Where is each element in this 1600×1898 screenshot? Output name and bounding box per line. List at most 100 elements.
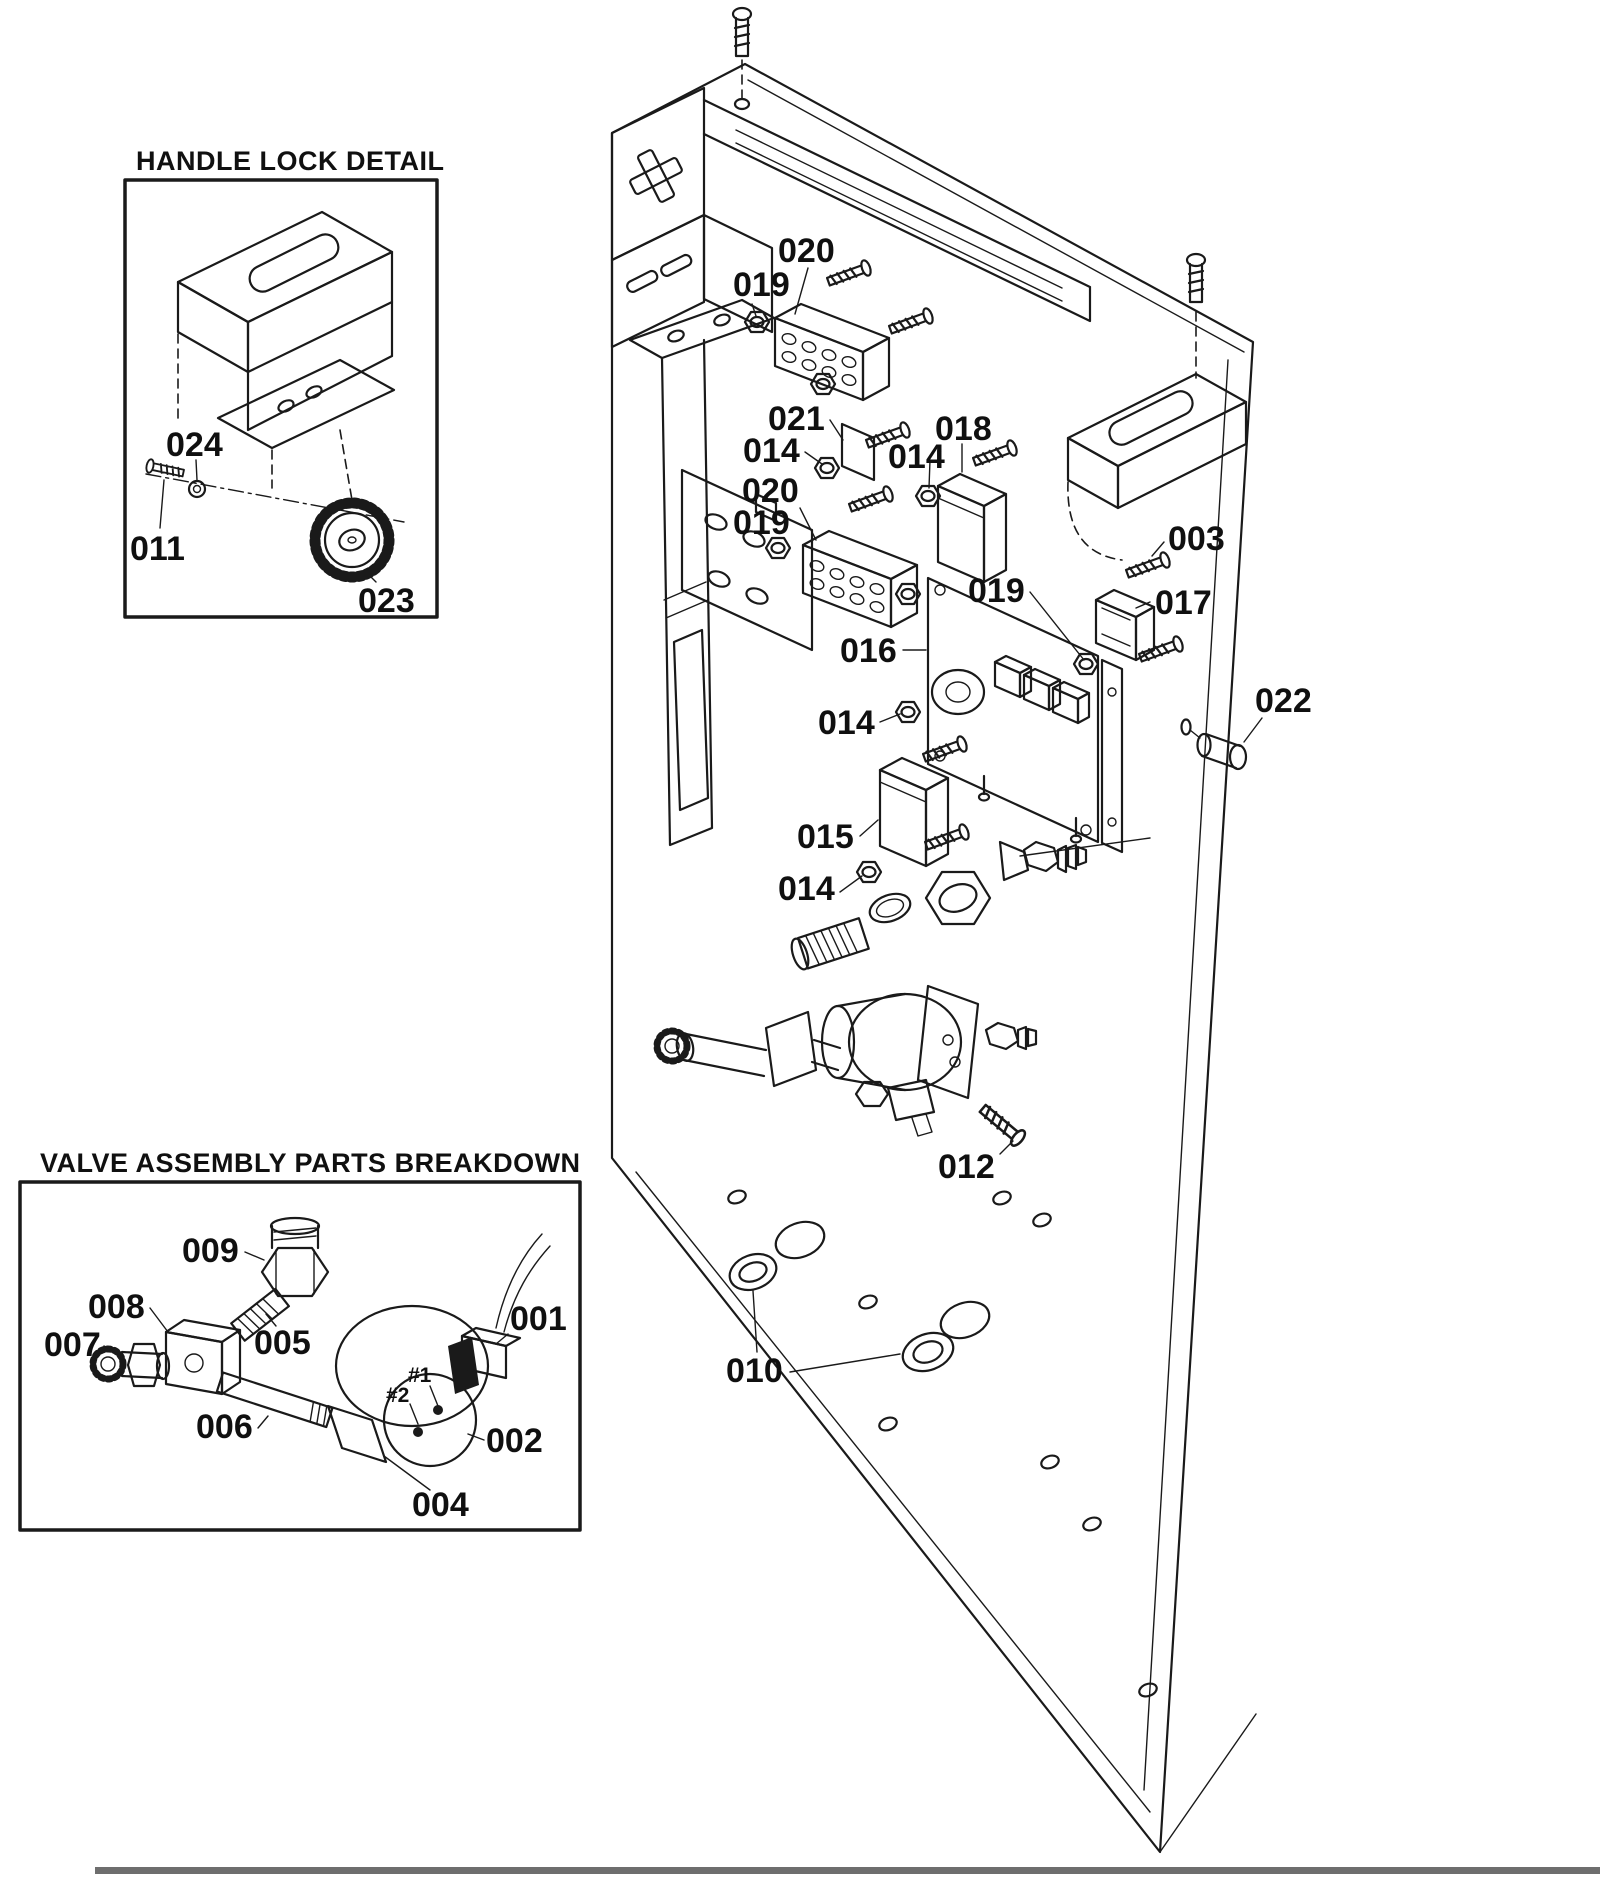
terminal-block-mid: [801, 529, 919, 629]
callout-019-top: 019: [733, 266, 790, 304]
top-rail: [702, 98, 1092, 323]
big-hex-nut: [924, 870, 992, 926]
handle-lock-detail-frame: [123, 178, 439, 619]
elbow-004: [326, 1404, 388, 1464]
callout-019-low: 019: [968, 572, 1025, 610]
callout-014-a: 014: [743, 432, 800, 470]
handle-lock-drawing: [144, 210, 405, 583]
handle-slot-detail: [248, 233, 340, 293]
capacitor: [930, 668, 986, 716]
relay-018: [936, 472, 1008, 584]
main-leader-lines: [751, 267, 1263, 1373]
panel-outline: [610, 62, 1257, 1854]
hanger-strap: [660, 338, 714, 847]
callout-017: 017: [1155, 584, 1212, 622]
callout-003: 003: [1168, 520, 1225, 558]
board-rail: [1100, 658, 1124, 854]
valve-assembly-leaders: [103, 1251, 509, 1491]
centerline: [145, 473, 405, 523]
valve-assembly-inset: VALVE ASSEMBLY PARTS BREAKDOWN: [18, 1148, 582, 1532]
callout-022: 022: [1255, 682, 1312, 720]
callout-012: 012: [938, 1148, 995, 1186]
plug-022: [1180, 718, 1248, 771]
standoff-screw-2: [1069, 816, 1083, 844]
valve-assembly-drawing: [89, 1216, 551, 1491]
elbow-body: [998, 840, 1030, 882]
knurled-cap: [653, 1027, 691, 1065]
elbow-barbs: [1056, 843, 1088, 874]
port-1-label: #1: [408, 1364, 432, 1387]
handle-slot: [1108, 390, 1194, 446]
bolt-top-left: [731, 6, 753, 58]
bolt-012: [975, 1100, 1029, 1150]
callout-020-mid: 020: [742, 472, 799, 510]
callout-014-d: 014: [778, 870, 835, 908]
bolt-hole: [733, 97, 751, 111]
callout-018: 018: [935, 410, 992, 448]
panel-valve-cluster: [653, 837, 1151, 1137]
nut-019-low: [1072, 652, 1100, 676]
valve-assembly-title: VALVE ASSEMBLY PARTS BREAKDOWN: [40, 1148, 581, 1178]
screw-003-b: [1136, 634, 1186, 667]
knurled-knob-023: [309, 497, 395, 583]
connector-001: [460, 1326, 522, 1380]
callout-015: 015: [797, 818, 854, 856]
top-frame-assembly: [610, 86, 1092, 847]
connector-wires: [495, 1233, 551, 1333]
mount-foot: [628, 298, 776, 360]
main-callout-labels: 020 019 021 014 018 014 020 019 003 017 …: [726, 232, 1312, 1390]
terminal-block-top: [773, 302, 891, 402]
cross-cutout-h: [629, 157, 683, 195]
mid-bracket-plate: [680, 468, 814, 652]
callout-020-top: 020: [778, 232, 835, 270]
hex-nuts: [743, 310, 1100, 884]
panel-holes: [727, 1189, 1158, 1698]
callout-016: 016: [840, 632, 897, 670]
callout-005: 005: [254, 1324, 311, 1362]
block-008: [164, 1318, 242, 1396]
port-1-dot: [433, 1405, 443, 1415]
hex-fitting-009: [260, 1216, 330, 1298]
right-handle-bracket: [1066, 311, 1248, 561]
callout-024: 024: [166, 426, 223, 464]
lock-nut: [448, 1337, 479, 1394]
circuit-board-016: [926, 576, 1124, 854]
handle-lock-leaders: [159, 459, 377, 583]
callout-023: 023: [358, 582, 415, 620]
grommet-ring-b: [901, 1331, 955, 1373]
callout-021: 021: [768, 400, 825, 438]
threaded-nipple: [796, 917, 870, 970]
fitting-007-knurl: [89, 1345, 127, 1383]
callout-009: 009: [182, 1232, 239, 1270]
mounting-screws: [824, 258, 1186, 1150]
callout-014-c: 014: [818, 704, 875, 742]
solenoid-face-002: [382, 1372, 478, 1468]
handle-lock-detail-title: HANDLE LOCK DETAIL: [136, 146, 444, 176]
handle-lock-detail-inset: HANDLE LOCK DETAIL 024 011: [123, 146, 444, 620]
board-cube-2: [1022, 667, 1062, 712]
solenoid-can: [847, 992, 963, 1092]
nipple-005: [230, 1287, 291, 1342]
callout-007: 007: [44, 1326, 101, 1364]
grommet-ring-a: [728, 1252, 778, 1292]
o-ring: [868, 892, 912, 924]
relay-015: [878, 756, 950, 868]
nut-014-b: [914, 484, 942, 508]
screw-003-a: [1123, 550, 1173, 583]
port-2-label: #2: [386, 1384, 409, 1407]
plate-021: [840, 422, 876, 482]
port-2-dot: [413, 1427, 423, 1437]
washer-024: [187, 479, 207, 499]
main-exploded-view: 020 019 021 014 018 014 020 019 003 017 …: [610, 6, 1312, 1854]
callout-011: 011: [130, 530, 185, 568]
callout-014-b: 014: [888, 438, 945, 476]
tube-006: [215, 1371, 334, 1429]
component-017: [1094, 588, 1156, 662]
callout-019-mid: 019: [733, 504, 790, 542]
cross-cutout-v: [637, 149, 675, 203]
nut-014-c: [894, 700, 922, 724]
solenoid-body: [334, 1304, 490, 1428]
callout-008: 008: [88, 1288, 145, 1326]
nut-014-d: [855, 860, 883, 884]
